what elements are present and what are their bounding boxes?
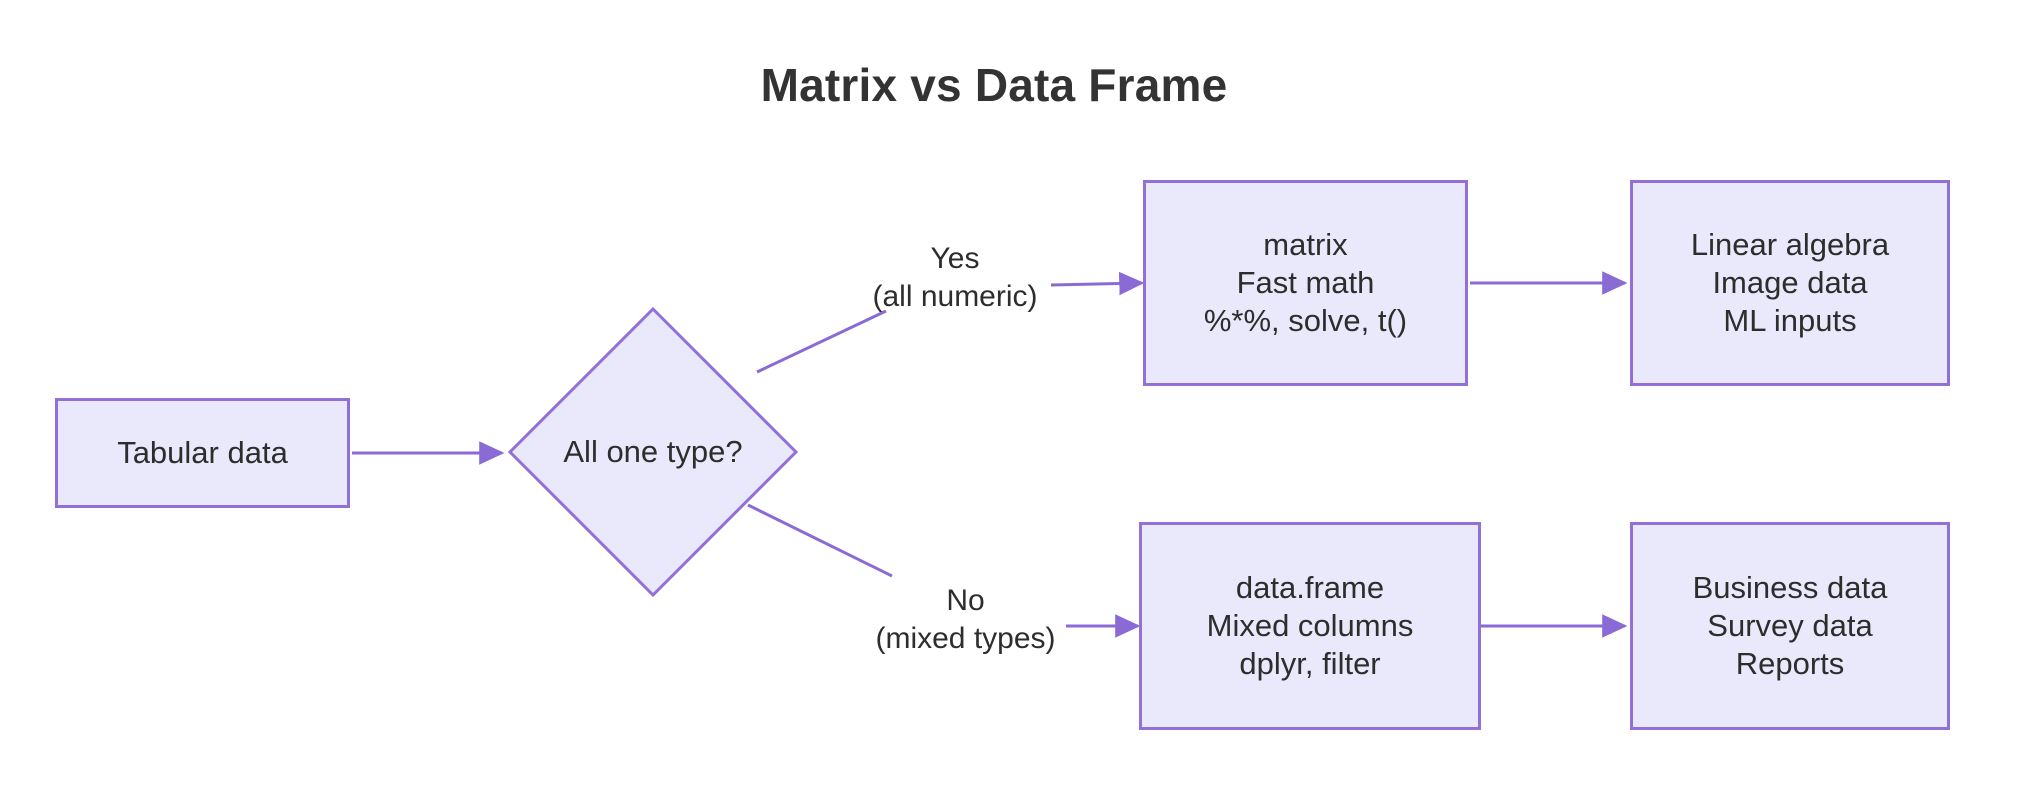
- node-dataframe-uses[interactable]: Business data Survey data Reports: [1630, 522, 1950, 730]
- page-title: Matrix vs Data Frame: [0, 58, 2020, 112]
- node-dataframe-line-1: Mixed columns: [1206, 608, 1414, 644]
- node-matrix-line-1: Fast math: [1236, 265, 1375, 301]
- node-matrix-uses-line-1: Image data: [1712, 265, 1868, 301]
- node-matrix[interactable]: matrix Fast math %*%, solve, t(): [1143, 180, 1468, 386]
- node-matrix-uses[interactable]: Linear algebra Image data ML inputs: [1630, 180, 1950, 386]
- node-tabular-data[interactable]: Tabular data: [55, 398, 350, 508]
- node-dataframe-line-2: dplyr, filter: [1239, 645, 1381, 681]
- edge-label-yes: Yes (all numeric): [860, 240, 1050, 316]
- node-matrix-line-2: %*%, solve, t(): [1203, 302, 1408, 338]
- node-decision-label: All one type?: [563, 434, 743, 469]
- edge-label-yes-line-1: (all numeric): [872, 280, 1038, 314]
- node-dataframe-uses-line-2: Reports: [1735, 645, 1845, 681]
- node-dataframe-uses-line-0: Business data: [1692, 570, 1888, 606]
- node-dataframe-line-0: data.frame: [1235, 570, 1385, 606]
- node-tabular-data-line-0: Tabular data: [117, 435, 288, 471]
- edge-label-no-line-0: No: [946, 584, 985, 617]
- edge-label-no-line-1: (mixed types): [875, 622, 1056, 656]
- edge-label-yes-line-0: Yes: [930, 242, 980, 275]
- node-dataframe-uses-line-1: Survey data: [1707, 608, 1873, 644]
- node-matrix-uses-line-2: ML inputs: [1723, 302, 1857, 338]
- node-decision-all-one-type[interactable]: All one type?: [507, 306, 799, 598]
- node-dataframe[interactable]: data.frame Mixed columns dplyr, filter: [1139, 522, 1481, 730]
- node-matrix-uses-line-0: Linear algebra: [1690, 227, 1890, 263]
- diamond-shape: [507, 306, 799, 598]
- node-matrix-line-0: matrix: [1263, 227, 1348, 263]
- edge-yes-to-matrix: [1050, 271, 1145, 296]
- page-title-text: Matrix vs Data Frame: [760, 59, 1228, 111]
- edge-label-no: No (mixed types): [868, 582, 1063, 658]
